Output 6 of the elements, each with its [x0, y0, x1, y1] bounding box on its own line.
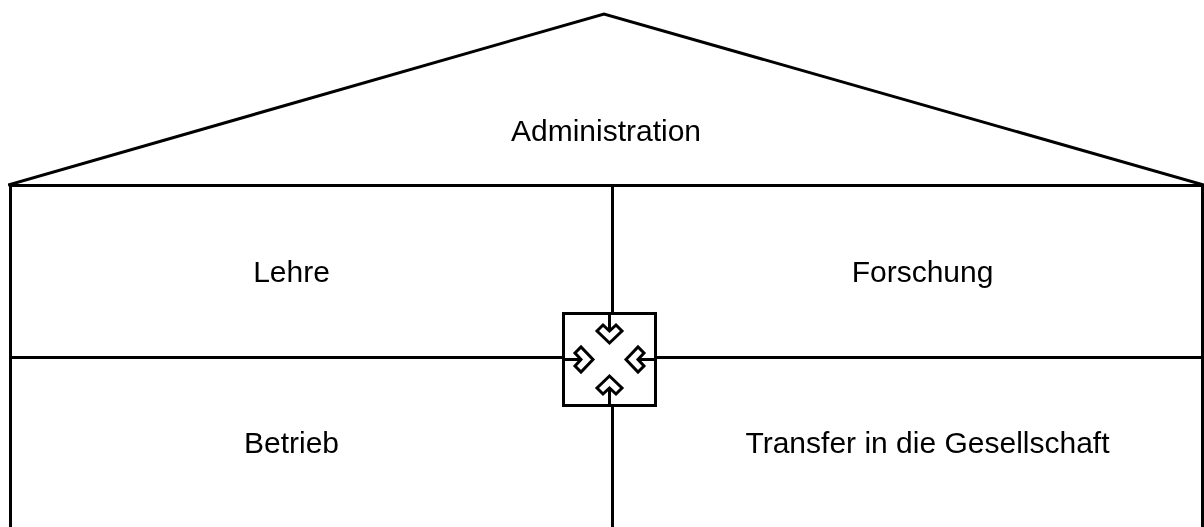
section-label: Forschung: [850, 256, 994, 287]
coupling-symbol: [562, 312, 657, 407]
section-label: Transfer in die Gesellschaft: [744, 428, 1110, 458]
section-label: Betrieb: [243, 428, 341, 458]
section-label: Lehre: [253, 256, 331, 287]
section-label: Administration: [510, 113, 702, 146]
